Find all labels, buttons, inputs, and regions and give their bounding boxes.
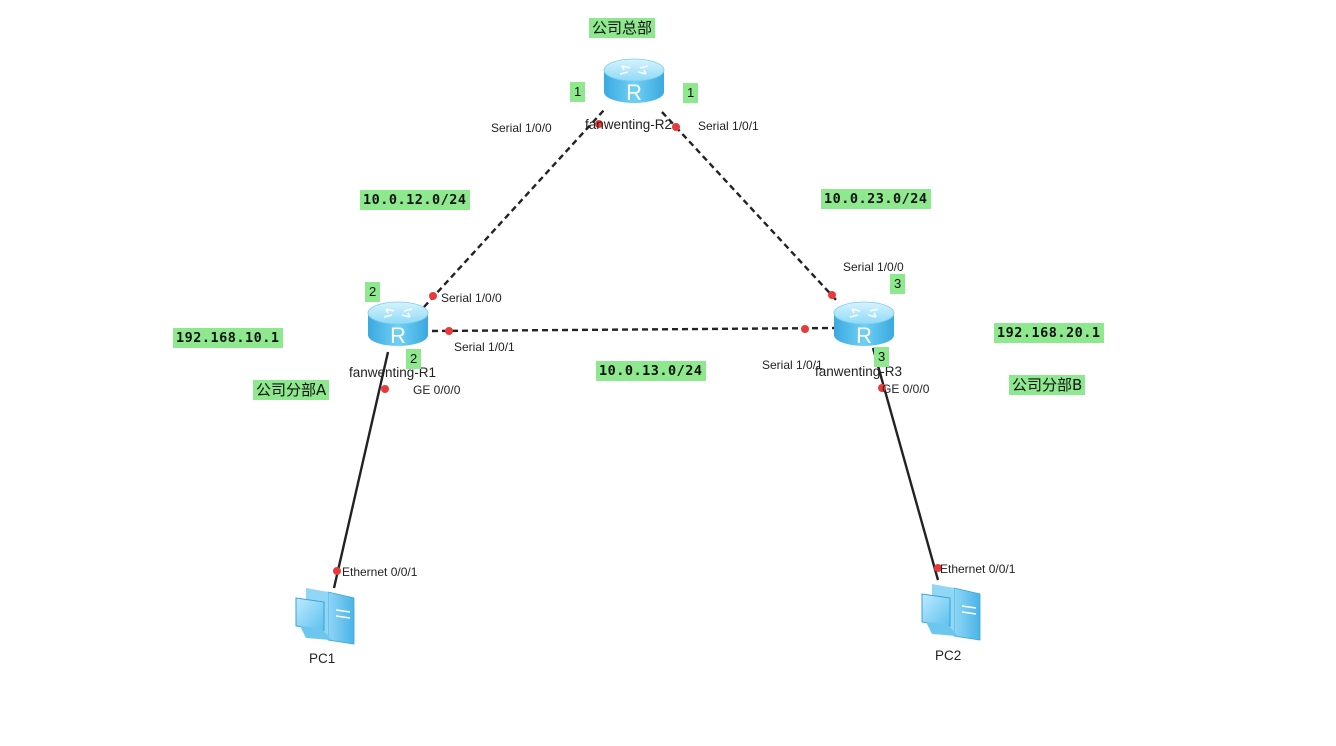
device-label-pc1: PC1 (309, 651, 336, 666)
port-dot-r1-s100[interactable] (429, 292, 437, 300)
port-label-r1-s101: Serial 1/0/1 (454, 340, 515, 354)
port-dot-r3-ge[interactable] (878, 384, 886, 392)
tag-r1-top-num: 2 (365, 282, 381, 302)
port-dot-pc2-eth[interactable] (934, 564, 942, 572)
link-r1-r3[interactable] (431, 326, 837, 333)
router-r3[interactable]: R (833, 301, 895, 348)
tag-r1-bottom-num: 2 (406, 349, 422, 369)
router-icon: R (367, 301, 429, 348)
device-label-r3: fanwenting-R3 (815, 364, 903, 379)
router-glyph: R (626, 80, 642, 105)
tag-lan-10: 192.168.10.1 (173, 328, 283, 348)
port-dot-r1-ge[interactable] (381, 385, 389, 393)
tag-net-13: 10.0.13.0/24 (596, 361, 706, 381)
device-label-pc2: PC2 (935, 648, 962, 663)
router-icon: R (833, 301, 895, 348)
pc2[interactable] (921, 584, 981, 641)
tag-r3-bottom-num: 3 (874, 347, 890, 367)
tag-lan-20: 192.168.20.1 (994, 323, 1104, 343)
port-label-r1-s100: Serial 1/0/0 (441, 291, 502, 305)
port-label-r3-s101: Serial 1/0/1 (762, 358, 823, 372)
link-r2-r3[interactable] (661, 111, 839, 303)
port-label-r2-s101: Serial 1/0/1 (698, 119, 759, 133)
tag-r2-right-num: 1 (683, 83, 699, 103)
tag-hq: 公司总部 (589, 18, 656, 38)
device-label-r2: fanwenting-R2 (585, 117, 673, 132)
port-dot-r2-s101[interactable] (672, 123, 680, 131)
port-label-r1-ge: GE 0/0/0 (413, 383, 461, 397)
pc-icon (921, 584, 981, 641)
port-dot-pc1-eth[interactable] (333, 567, 341, 575)
pc1[interactable] (295, 588, 355, 645)
port-label-r3-s100: Serial 1/0/0 (843, 260, 904, 274)
pc-icon (295, 588, 355, 645)
tag-net-12: 10.0.12.0/24 (360, 190, 470, 210)
tag-net-23: 10.0.23.0/24 (821, 189, 931, 209)
router-glyph: R (856, 323, 872, 348)
port-label-pc2-eth: Ethernet 0/0/1 (940, 562, 1016, 576)
tag-branch-a: 公司分部A (253, 380, 330, 400)
router-glyph: R (390, 323, 406, 348)
port-dot-r1-s101[interactable] (445, 327, 453, 335)
router-r2[interactable]: R (603, 58, 665, 105)
router-r1[interactable]: R (367, 301, 429, 348)
port-label-r2-s100: Serial 1/0/0 (491, 121, 552, 135)
tag-r3-top-num: 3 (890, 274, 906, 294)
port-dot-r3-s100[interactable] (828, 291, 836, 299)
tag-r2-left-num: 1 (570, 82, 586, 102)
port-dot-r2-s100[interactable] (595, 120, 603, 128)
link-r1-pc1[interactable] (332, 351, 390, 589)
port-dot-r3-s101[interactable] (801, 325, 809, 333)
port-label-pc1-eth: Ethernet 0/0/1 (342, 565, 418, 579)
device-label-r1: fanwenting-R1 (349, 365, 437, 380)
tag-branch-b: 公司分部B (1009, 375, 1086, 395)
router-icon: R (603, 58, 665, 105)
port-label-r3-ge: GE 0/0/0 (882, 382, 930, 396)
link-r1-r2[interactable] (423, 109, 605, 308)
